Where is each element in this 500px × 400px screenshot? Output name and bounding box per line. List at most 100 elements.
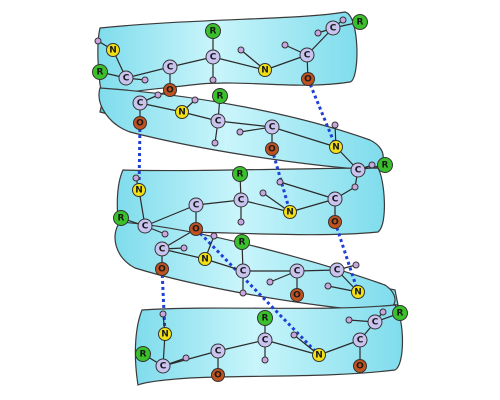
nitrogen-atom: N [175, 105, 189, 119]
carbon-circle [352, 332, 368, 348]
hydrogen-bond-o2-n4 [306, 78, 338, 148]
hydrogen-circle [132, 174, 140, 182]
hydrogen-circle [94, 37, 102, 45]
hydrogen-circle [259, 189, 267, 197]
hydrogen-atom [266, 278, 274, 286]
carbon-atom: C [210, 113, 226, 129]
r-group-label: R [97, 68, 104, 78]
nitrogen-circle [312, 348, 326, 362]
carbon-circle [327, 191, 343, 207]
carbon-circle [329, 262, 345, 278]
carbon-circle [137, 218, 153, 234]
hydrogen-circle [210, 232, 218, 240]
hydrogen-circle [339, 16, 347, 24]
carbon-circle [257, 332, 273, 348]
carbon-circle [132, 95, 148, 111]
hydrogen-atom [141, 76, 149, 84]
hydrogen-circle [368, 161, 376, 169]
carbon-atom: C [325, 20, 341, 36]
carbon-circle [367, 314, 383, 330]
carbon-atom: C [367, 314, 383, 330]
nitrogen-atom: N [258, 63, 272, 77]
carbon-atom: C [155, 358, 171, 374]
carbon-circle [325, 20, 341, 36]
hydrogen-atom [368, 161, 376, 169]
carbon-atom: C [329, 262, 345, 278]
hydrogen-circle [239, 289, 247, 297]
nitrogen-label: N [201, 255, 209, 265]
carbon-atom: C [118, 70, 134, 86]
oxygen-atom: O [353, 359, 367, 373]
bond-c11-c12 [195, 199, 242, 206]
oxygen-label: O [268, 145, 276, 155]
oxygen-label: O [214, 371, 222, 381]
nitrogen-atom: N [132, 183, 146, 197]
nitrogen-label: N [261, 66, 269, 76]
hydrogen-circle [191, 96, 199, 104]
carbon-circle [155, 358, 171, 374]
carbon-label: C [123, 74, 130, 84]
hydrogen-circle [180, 244, 188, 252]
carbon-circle [289, 263, 305, 279]
r-group-circle [135, 346, 151, 362]
oxygen-label: O [331, 218, 339, 228]
oxygen-circle [328, 215, 342, 229]
nitrogen-atom: N [106, 43, 120, 57]
hydrogen-atom [345, 316, 353, 324]
carbon-label: C [372, 318, 379, 328]
hydrogen-circle [290, 331, 298, 339]
hydrogen-circle [237, 218, 245, 226]
hydrogen-atom [209, 76, 217, 84]
r-group-circle [113, 210, 129, 226]
hydrogen-circle [379, 308, 387, 316]
hydrogen-atom [314, 29, 322, 37]
bond-c3-n2 [212, 56, 266, 71]
bond-c13-h18 [279, 181, 336, 200]
carbon-atom: C [233, 192, 249, 208]
hydrogen-atom [352, 261, 360, 269]
carbon-label: C [210, 53, 217, 63]
bond-c18-c19 [162, 350, 219, 367]
carbon-atom: C [299, 47, 315, 63]
oxygen-atom: O [133, 116, 147, 130]
carbon-label: C [240, 267, 247, 277]
carbon-label: C [262, 336, 269, 346]
carbon-atom: C [327, 191, 343, 207]
carbon-circle [188, 197, 204, 213]
hydrogen-circle [209, 76, 217, 84]
carbon-circle [264, 119, 280, 135]
hydrogen-atom [261, 356, 269, 364]
helix-ribbon [97, 11, 404, 386]
nitrogen-atom: N [283, 205, 297, 219]
nitrogen-circle [198, 252, 212, 266]
r-group-label: R [237, 170, 244, 180]
carbon-atom: C [188, 197, 204, 213]
nitrogen-atom: N [329, 140, 343, 154]
carbon-label: C [355, 166, 362, 176]
oxygen-circle [211, 368, 225, 382]
hydrogen-atom [161, 230, 169, 238]
carbon-label: C [160, 362, 167, 372]
hydrogen-circle [266, 278, 274, 286]
nitrogen-label: N [286, 208, 294, 218]
r-group-atom: R [232, 166, 248, 182]
hydrogen-atom [324, 282, 332, 290]
oxygen-label: O [166, 86, 174, 96]
carbon-circle [205, 49, 221, 65]
bond-c10-c11 [144, 204, 197, 227]
carbon-label: C [215, 117, 222, 127]
carbon-label: C [137, 99, 144, 109]
r-group-label: R [382, 161, 389, 171]
oxygen-label: O [293, 291, 301, 301]
carbon-label: C [215, 347, 222, 357]
carbon-atom: C [289, 263, 305, 279]
carbon-label: C [332, 195, 339, 205]
bond-c1-c2 [125, 66, 171, 79]
nitrogen-atom: N [351, 285, 365, 299]
carbon-circle [233, 192, 249, 208]
nitrogen-label: N [135, 186, 143, 196]
hydrogen-circle [237, 46, 245, 54]
nitrogen-atom: N [158, 327, 172, 341]
carbon-circle [118, 70, 134, 86]
r-group-circle [377, 157, 393, 173]
